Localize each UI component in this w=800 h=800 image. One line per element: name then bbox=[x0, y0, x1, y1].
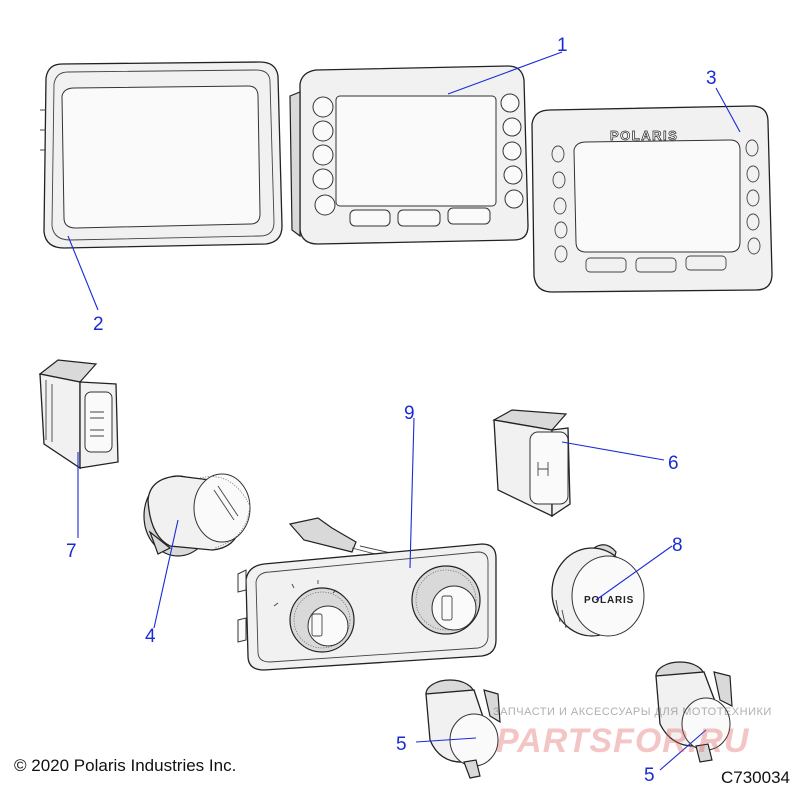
bezel-brand-logo: POLARIS bbox=[610, 128, 678, 143]
leader-lines bbox=[67, 51, 741, 771]
callout-3: 3 bbox=[706, 68, 717, 89]
rocker-switch-4wd bbox=[492, 409, 571, 518]
bezel-button-holes bbox=[551, 139, 761, 263]
gasket-frame bbox=[40, 61, 283, 249]
power-socket-right bbox=[655, 661, 733, 763]
callout-8: 8 bbox=[672, 535, 683, 556]
power-socket-left bbox=[425, 679, 501, 779]
callout-5a: 5 bbox=[396, 734, 407, 755]
callout-1: 1 bbox=[557, 35, 568, 56]
display-unit bbox=[289, 65, 529, 245]
bezel: POLARIS bbox=[531, 105, 773, 293]
display-side-buttons-left bbox=[312, 96, 336, 216]
watermark-brand: PARTSFOR.RU bbox=[496, 722, 750, 760]
callout-6: 6 bbox=[668, 453, 679, 474]
round-outlet-cap bbox=[143, 473, 251, 557]
rocker-switch-light bbox=[38, 359, 119, 470]
climate-control-panel bbox=[237, 517, 497, 671]
copyright-text: © 2020 Polaris Industries Inc. bbox=[14, 756, 237, 775]
callout-4: 4 bbox=[145, 626, 156, 647]
callout-5b: 5 bbox=[644, 765, 655, 786]
display-bottom-buttons bbox=[349, 207, 491, 227]
drawing-number: C730034 bbox=[720, 768, 790, 787]
callout-9: 9 bbox=[404, 403, 415, 424]
outlet-brand-logo: POLARIS bbox=[584, 595, 634, 606]
power-outlet: POLARIS bbox=[551, 544, 645, 637]
callout-2: 2 bbox=[93, 314, 104, 335]
callout-numbers: 1 2 3 4 5 5 6 7 8 9 bbox=[66, 35, 717, 786]
display-side-buttons-right bbox=[500, 93, 524, 209]
callout-7: 7 bbox=[66, 541, 77, 562]
watermark-tagline: ЗАПЧАСТИ И АКСЕССУАРЫ ДЛЯ МОТОТЕХНИКИ bbox=[493, 706, 772, 718]
